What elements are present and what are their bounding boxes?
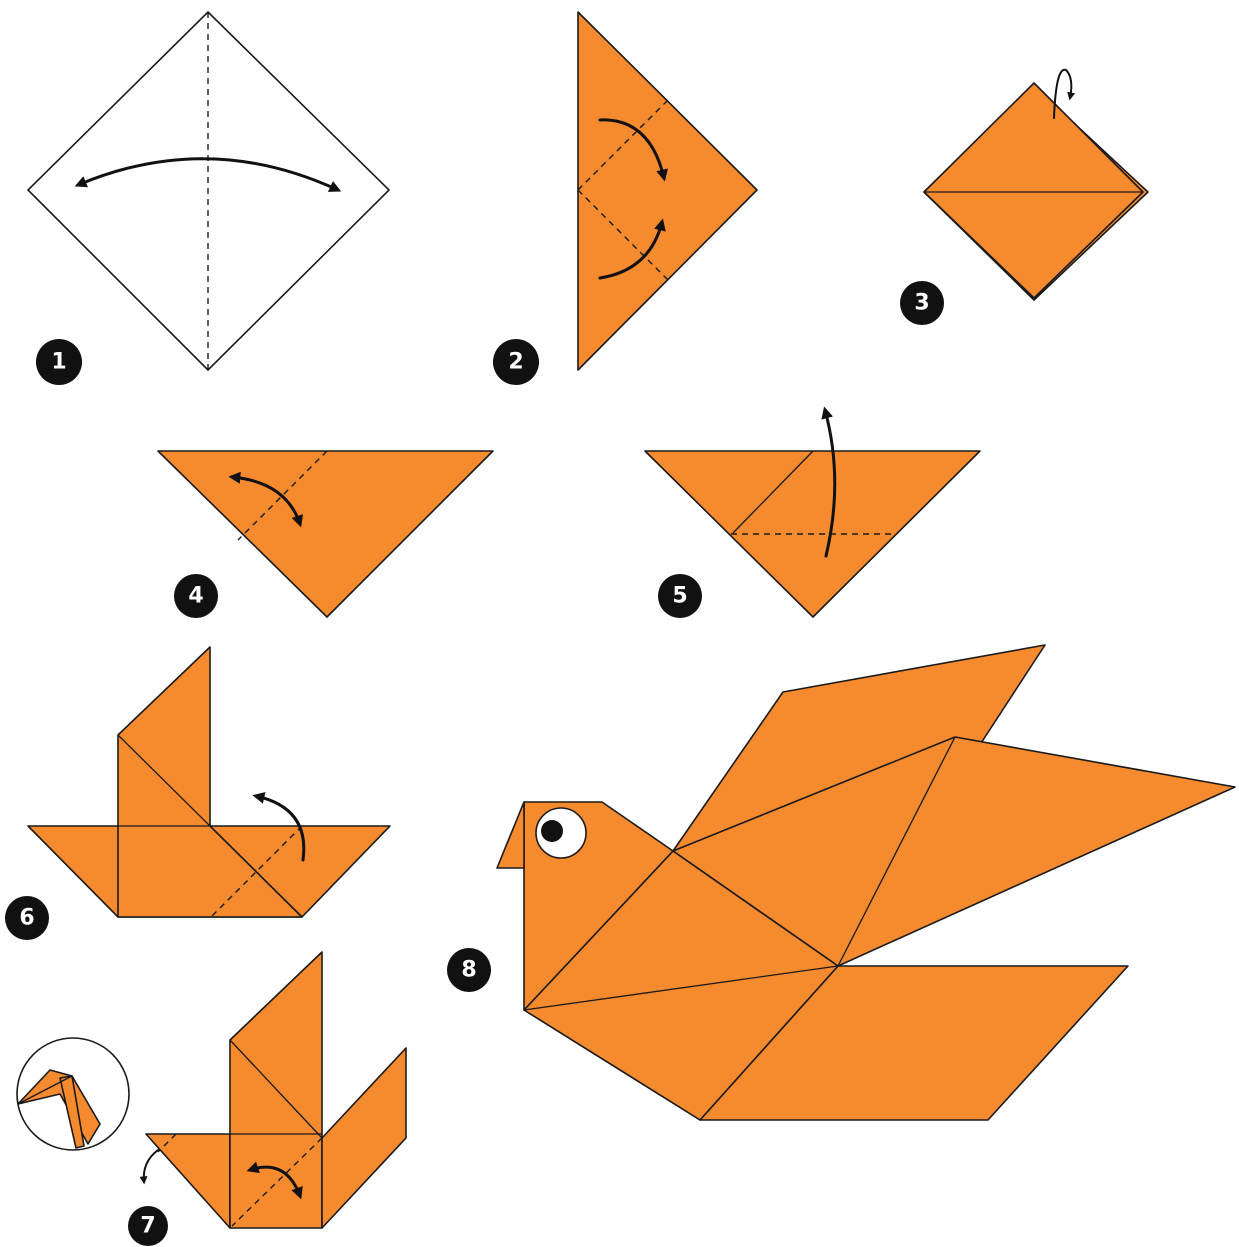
detail-inset: [17, 1038, 129, 1150]
step-6-figure: [28, 647, 390, 917]
folded-wing: [322, 1048, 406, 1228]
step-number: 4: [188, 584, 203, 609]
step-number: 1: [51, 350, 66, 375]
step-3-figure: [924, 70, 1148, 300]
step-1-figure: [28, 12, 389, 370]
beak: [497, 802, 524, 868]
step-badge-7: 7: [128, 1206, 168, 1246]
step-number: 2: [508, 350, 523, 375]
step-7-figure: [17, 952, 406, 1228]
square-front-layer: [924, 83, 1143, 298]
step-badge-3: 3: [900, 281, 944, 325]
half-triangle: [578, 12, 757, 370]
step-badge-6: 6: [5, 896, 49, 940]
step-badge-1: 1: [36, 339, 82, 385]
step-number: 8: [461, 958, 476, 983]
raised-flap: [230, 952, 322, 1228]
step-number: 5: [672, 584, 687, 609]
step-number: 3: [914, 291, 929, 316]
step-8-figure: [497, 645, 1235, 1120]
step-number: 6: [19, 906, 34, 931]
step-badge-8: 8: [447, 948, 491, 992]
step-number: 7: [140, 1214, 155, 1239]
tip-fold-arrow: [144, 1150, 158, 1182]
eye-pupil: [541, 820, 563, 842]
step-badge-5: 5: [658, 574, 702, 618]
step-2-figure: [578, 12, 757, 370]
step-badge-2: 2: [493, 339, 539, 385]
step-badge-4: 4: [174, 574, 218, 618]
